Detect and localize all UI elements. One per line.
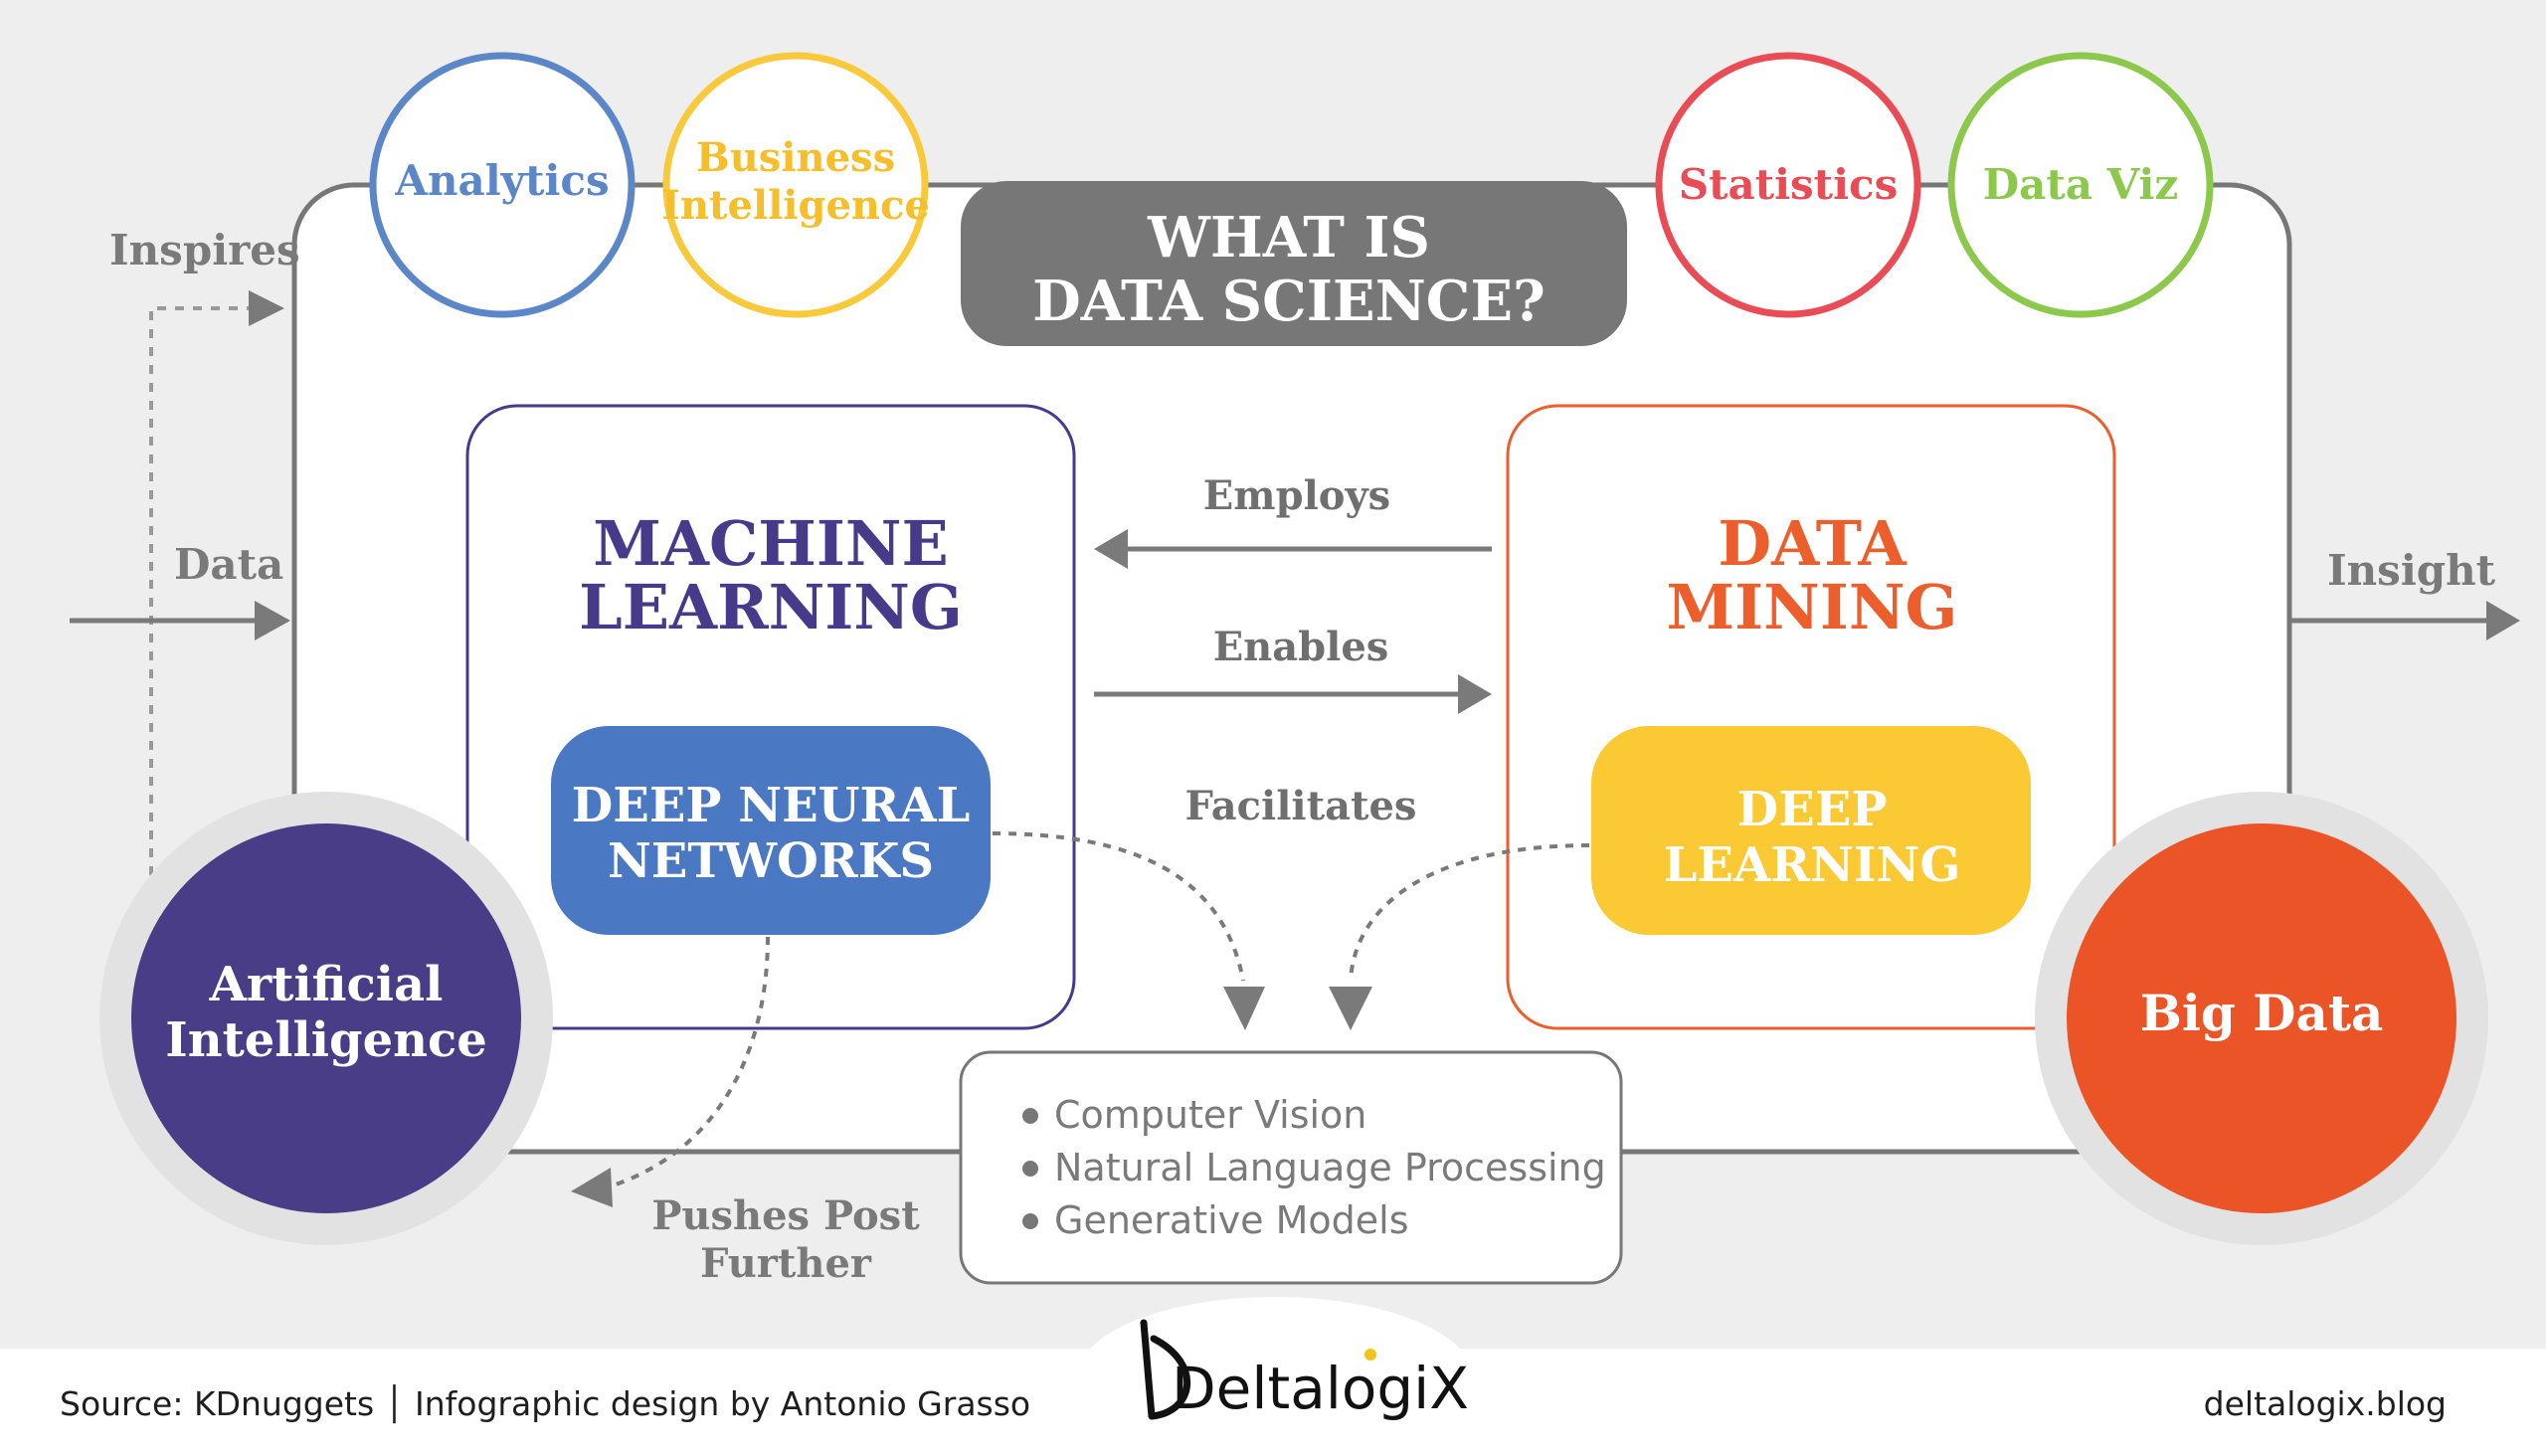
data-mining-title-2: MINING <box>1667 571 1958 643</box>
dl-to-applications-dashed-arrow <box>1349 843 1590 982</box>
logo-wordmark: DeltalogiX <box>1172 1355 1469 1422</box>
employs-arrowhead <box>1094 529 1128 569</box>
deep-learning-label-1: DEEP <box>1737 782 1888 837</box>
data-label: Data <box>174 540 283 589</box>
dnn-to-applications-dashed-arrow <box>992 831 1245 982</box>
inspires-label: Inspires <box>109 226 300 274</box>
business-intelligence-label-2: Intelligence <box>661 182 930 229</box>
bullet-icon <box>1022 1161 1038 1177</box>
business-intelligence-label-1: Business <box>696 134 895 181</box>
statistics-circle: Statistics <box>1655 52 1921 318</box>
logo-dot-icon <box>1364 1349 1376 1361</box>
machine-learning-title-2: LEARNING <box>579 571 963 643</box>
insight-arrowhead <box>2486 601 2520 640</box>
data-mining-box <box>1506 404 2116 1030</box>
machine-learning-box <box>465 404 1076 1030</box>
pushes-further-label-2: Further <box>700 1240 872 1287</box>
enables-arrowhead <box>1458 674 1492 714</box>
analytics-circle: Analytics <box>369 52 636 318</box>
logo-backdrop <box>1076 1297 1474 1456</box>
applications-box <box>959 1050 1623 1285</box>
enables-label: Enables <box>1213 624 1389 670</box>
big-data-circle <box>2067 823 2456 1213</box>
artificial-intelligence-label-2: Intelligence <box>165 1012 487 1068</box>
applications-list: Computer Vision Natural Language Process… <box>1022 1093 1606 1242</box>
deltalogix-logo: DeltalogiX <box>1140 1319 1469 1422</box>
big-data-label: Big Data <box>2140 984 2384 1042</box>
data-mining-title-1: DATA <box>1718 507 1907 580</box>
deep-learning-label-2: LEARNING <box>1664 837 1961 893</box>
application-item-nlp: Natural Language Processing <box>1054 1146 1606 1189</box>
artificial-intelligence-label-1: Artificial <box>209 957 444 1012</box>
deep-neural-networks-pill <box>551 726 991 935</box>
title-line-1: WHAT IS <box>1147 205 1430 271</box>
dl-to-applications-arrowhead <box>1329 987 1372 1030</box>
inspires-arrowhead <box>249 290 284 326</box>
machine-learning-title-1: MACHINE <box>593 507 949 580</box>
insight-label: Insight <box>2327 546 2496 595</box>
data-viz-label: Data Viz <box>1983 160 2179 209</box>
dnn-to-applications-arrowhead <box>1223 987 1265 1030</box>
statistics-label: Statistics <box>1679 160 1899 209</box>
employs-label: Employs <box>1203 472 1390 519</box>
title-tab <box>961 181 1627 346</box>
pushes-further-arrowhead <box>571 1168 613 1207</box>
application-item-computer-vision: Computer Vision <box>1054 1093 1366 1137</box>
deep-neural-networks-label-1: DEEP NEURAL <box>572 778 971 833</box>
bullet-icon <box>1022 1108 1038 1124</box>
application-item-generative-models: Generative Models <box>1054 1198 1409 1242</box>
title-line-2: DATA SCIENCE? <box>1032 269 1546 334</box>
footer-source: Source: KDnuggets │ Infographic design b… <box>60 1384 1031 1423</box>
artificial-intelligence-circle <box>131 823 521 1213</box>
data-viz-circle: Data Viz <box>1947 52 2214 318</box>
business-intelligence-circle: Business Intelligence <box>661 52 930 318</box>
footer-blog-link[interactable]: deltalogix.blog <box>2203 1384 2447 1423</box>
pushes-further-label-1: Pushes Post <box>651 1192 920 1239</box>
analytics-label: Analytics <box>394 156 609 205</box>
data-input-arrowhead <box>255 601 290 640</box>
deep-learning-pill <box>1591 726 2031 935</box>
pushes-further-dashed-arrow <box>606 936 770 1189</box>
deep-neural-networks-label-2: NETWORKS <box>608 833 934 889</box>
bullet-icon <box>1022 1213 1038 1229</box>
facilitates-label: Facilitates <box>1185 783 1417 829</box>
